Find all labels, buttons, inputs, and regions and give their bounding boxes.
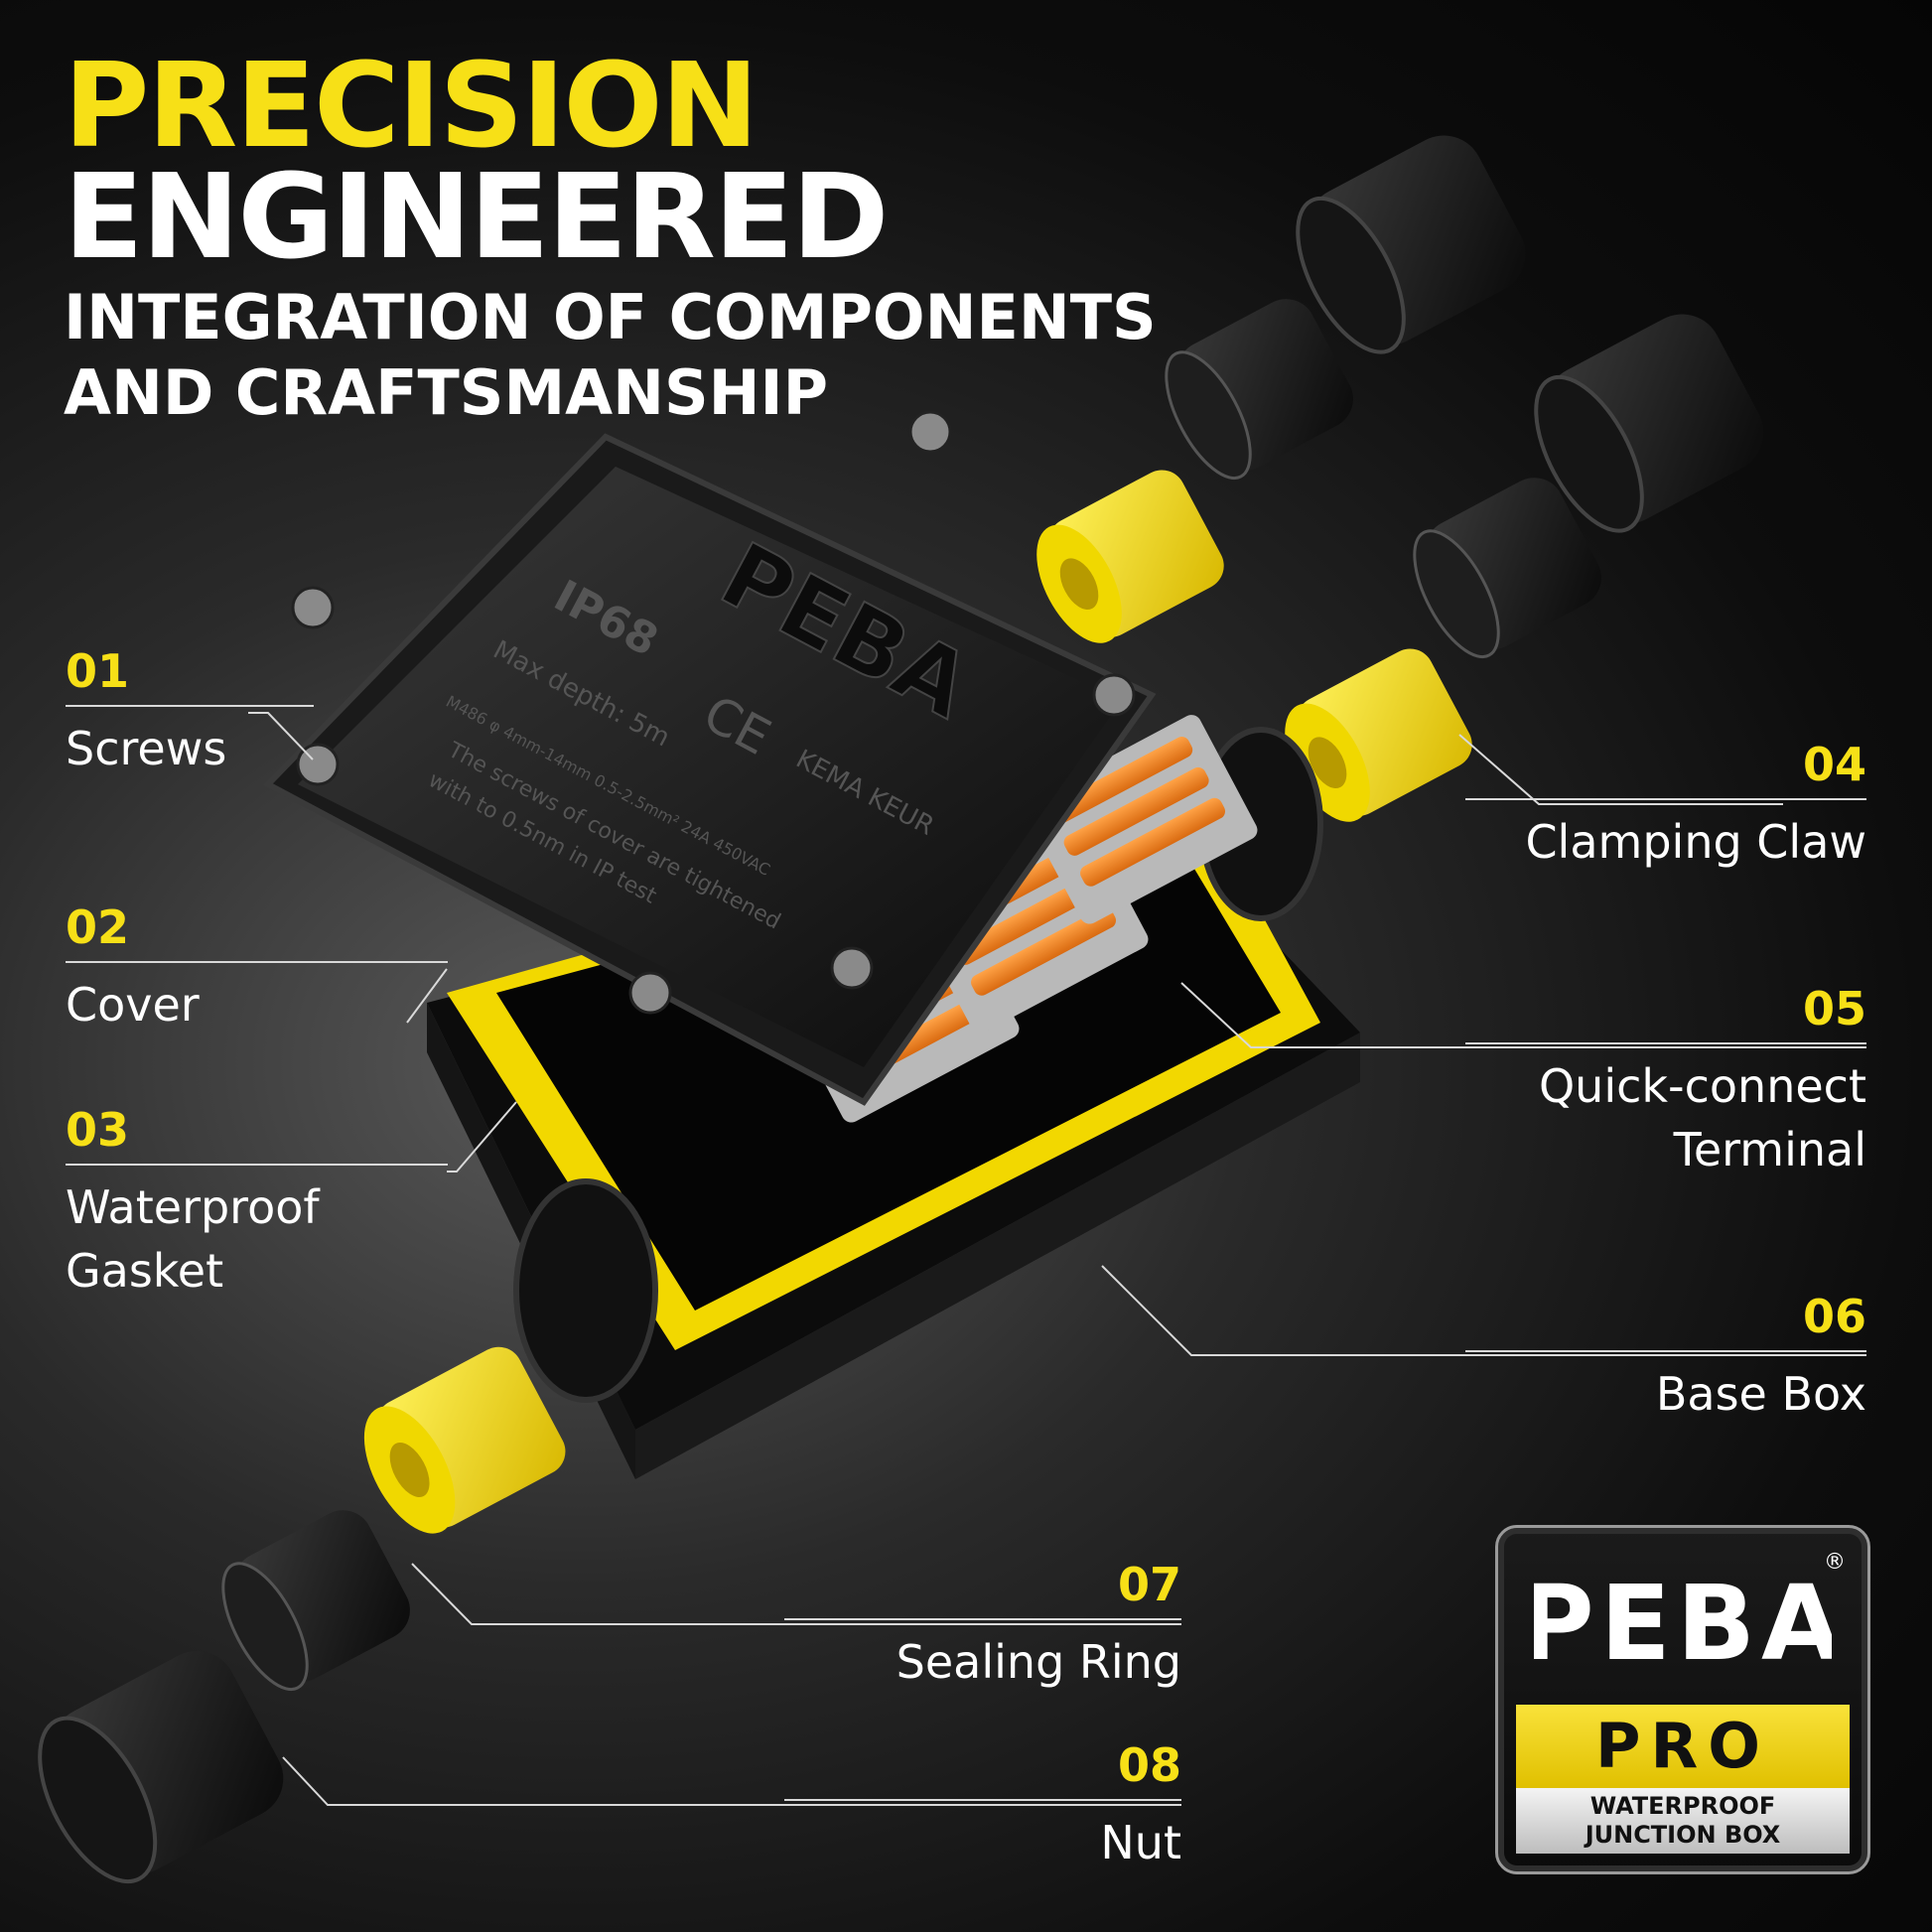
headline-line-1: PRECISION [64, 37, 759, 174]
part-name: Base Box [1655, 1367, 1866, 1421]
claw-top-2 [1413, 478, 1601, 659]
part-number: 06 [1802, 1290, 1866, 1343]
claw-top-1 [1165, 299, 1353, 481]
badge-caption-line-2: JUNCTION BOX [1585, 1821, 1781, 1849]
divider [66, 961, 448, 963]
part-label-06: 06 Base Box [1465, 1289, 1866, 1426]
part-name-line-1: Quick-connect [1538, 1059, 1866, 1113]
nut-top-2 [1534, 314, 1764, 533]
part-number: 03 [66, 1103, 130, 1157]
badge-tier: PRO [1516, 1705, 1850, 1788]
part-number: 05 [1802, 982, 1866, 1035]
badge-caption: WATERPROOF JUNCTION BOX [1516, 1788, 1850, 1854]
badge-caption-line-1: WATERPROOF [1589, 1792, 1776, 1820]
subheadline-line-2: AND CRAFTSMANSHIP [64, 356, 829, 429]
registered-mark: ® [1824, 1550, 1846, 1575]
divider [1465, 1042, 1866, 1044]
part-name: Screws [66, 722, 227, 775]
part-label-05: 05 Quick-connect Terminal [1465, 981, 1866, 1181]
nut-bottom [38, 1650, 284, 1884]
part-name-line-2: Gasket [66, 1244, 224, 1298]
part-label-01: 01 Screws [66, 643, 314, 780]
part-label-04: 04 Clamping Claw [1465, 737, 1866, 874]
part-number: 02 [66, 900, 130, 954]
brand-logo: PEBA [1534, 1568, 1832, 1684]
nut-top-1 [1296, 135, 1526, 354]
subheadline-line-1: INTEGRATION OF COMPONENTS [64, 281, 1157, 353]
part-number: 01 [66, 644, 130, 698]
part-number: 08 [1117, 1738, 1181, 1792]
part-name-line-1: Waterproof [66, 1180, 320, 1234]
part-name: Sealing Ring [896, 1635, 1181, 1689]
divider [784, 1799, 1181, 1801]
headline-line-2: ENGINEERED [64, 148, 890, 285]
part-label-03: 03 Waterproof Gasket [66, 1102, 448, 1303]
divider [784, 1618, 1181, 1620]
sealing-ring-top-1 [1036, 470, 1224, 643]
cover [263, 433, 1157, 1106]
part-name: Cover [66, 978, 200, 1032]
leader-lines [248, 712, 1866, 1806]
part-number: 07 [1117, 1558, 1181, 1611]
part-number: 04 [1802, 738, 1866, 791]
badge-brand: PEBA [1534, 1568, 1832, 1684]
part-name: Clamping Claw [1525, 815, 1866, 869]
divider [1465, 1350, 1866, 1352]
part-label-02: 02 Cover [66, 899, 448, 1036]
claw-bottom [221, 1510, 410, 1692]
divider [1465, 798, 1866, 800]
part-label-07: 07 Sealing Ring [784, 1557, 1181, 1694]
divider [66, 1164, 448, 1166]
divider [66, 705, 314, 707]
sealing-ring-bottom [363, 1346, 566, 1534]
headline: PRECISION ENGINEERED INTEGRATION OF COMP… [64, 37, 1157, 431]
brand-badge: PEBA ® PRO WATERPROOF JUNCTION BOX [1495, 1525, 1870, 1874]
part-name: Nut [1100, 1816, 1181, 1869]
part-name-line-2: Terminal [1673, 1123, 1866, 1176]
part-label-08: 08 Nut [784, 1737, 1181, 1874]
